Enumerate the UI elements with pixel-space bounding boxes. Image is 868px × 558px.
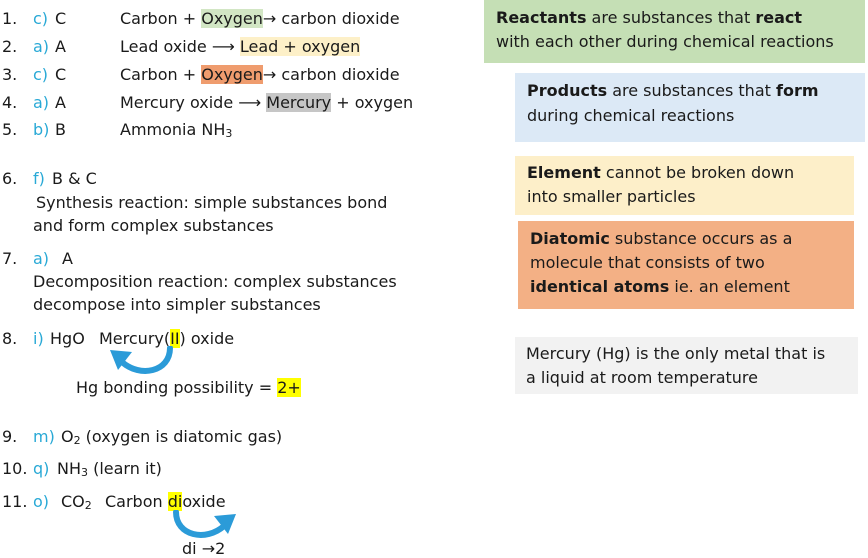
highlighted-term: Oxygen — [201, 65, 263, 84]
answer-letter: A — [55, 93, 66, 112]
option-label: b) — [33, 120, 50, 139]
answer-text: O2 (oxygen is diatomic gas) — [61, 427, 283, 447]
option-label: f) — [33, 169, 45, 188]
answer-letter: C — [55, 9, 67, 28]
answer-letter: A — [62, 249, 73, 268]
highlighted-term: di — [167, 492, 183, 511]
explanation-line: decompose into simpler substances — [33, 295, 321, 314]
definition-line: Products are substances that form — [527, 81, 819, 100]
answer-text: NH3 (learn it) — [57, 459, 162, 479]
answer-number: 4. — [2, 93, 18, 112]
answer-number: 11. — [2, 492, 28, 511]
answer-number: 10. — [2, 459, 28, 478]
bonding-note: Hg bonding possibility = 2+ — [76, 378, 301, 397]
explanation-line: Synthesis reaction: simple substances bo… — [36, 193, 388, 212]
highlighted-term: Oxygen — [201, 9, 263, 28]
fact-line: Mercury (Hg) is the only metal that is — [526, 344, 826, 363]
products-definition-box: Products are substances that form during… — [515, 73, 865, 142]
reactants-definition-box: Reactants are substances that react with… — [484, 0, 865, 63]
answer-letter: B — [55, 120, 66, 139]
answer-number: 9. — [2, 427, 18, 446]
option-label: a) — [33, 93, 50, 112]
answer-number: 8. — [2, 329, 18, 348]
definition-line: Reactants are substances that react — [496, 8, 803, 27]
option-label: a) — [33, 37, 50, 56]
compound-name: Mercury(II) oxide — [99, 329, 235, 348]
answer-number: 5. — [2, 120, 18, 139]
answer-equation: Mercury oxide ⟶ Mercury + oxygen — [120, 93, 414, 112]
answer-letter: B & C — [52, 169, 97, 188]
highlighted-term: Mercury — [266, 93, 332, 112]
answer-number: 2. — [2, 37, 18, 56]
definition-line: identical atoms ie. an element — [530, 277, 790, 296]
curved-arrow-icon — [173, 510, 236, 538]
option-label: q) — [33, 459, 50, 478]
definition-line: Element cannot be broken down — [527, 163, 795, 182]
answer-equation: Lead oxide ⟶ Lead + oxygen — [120, 37, 361, 56]
highlighted-term: 2+ — [277, 378, 301, 397]
answer-equation: Carbon + Oxygen→ carbon dioxide — [120, 65, 400, 84]
definition-line: Diatomic substance occurs as a — [530, 229, 793, 248]
element-definition-box: Element cannot be broken down into small… — [515, 156, 854, 215]
option-label: o) — [33, 492, 50, 511]
option-label: m) — [33, 427, 55, 446]
option-label: c) — [33, 65, 49, 84]
option-label: a) — [33, 249, 50, 268]
mercury-fact-box: Mercury (Hg) is the only metal that is a… — [515, 337, 858, 394]
option-label: c) — [33, 9, 49, 28]
curved-arrow-icon — [110, 346, 173, 374]
formula: HgO — [50, 329, 85, 348]
explanation-line: and form complex substances — [33, 216, 274, 235]
answer-number: 6. — [2, 169, 18, 188]
fact-line: a liquid at room temperature — [526, 368, 758, 387]
explanation-line: Decomposition reaction: complex substanc… — [33, 272, 397, 291]
definition-line: molecule that consists of two — [530, 253, 765, 272]
answer-number: 7. — [2, 249, 18, 268]
option-label: i) — [33, 329, 44, 348]
answer-letter: A — [55, 37, 66, 56]
definition-line: during chemical reactions — [527, 106, 735, 125]
answer-number: 1. — [2, 9, 18, 28]
answer-number: 3. — [2, 65, 18, 84]
formula: CO2 — [61, 492, 92, 512]
answer-equation: Carbon + Oxygen→ carbon dioxide — [120, 9, 400, 28]
diatomic-definition-box: Diatomic substance occurs as a molecule … — [518, 221, 854, 309]
answer-equation: Ammonia NH3 — [120, 120, 233, 140]
compound-name: Carbon dioxide — [105, 492, 226, 511]
answer-letter: C — [55, 65, 67, 84]
prefix-note: di →2 — [182, 539, 226, 558]
highlighted-term: II — [170, 329, 180, 348]
highlighted-term: Lead + oxygen — [239, 37, 361, 56]
definition-line: into smaller particles — [527, 187, 696, 206]
definition-line: with each other during chemical reaction… — [496, 32, 834, 51]
